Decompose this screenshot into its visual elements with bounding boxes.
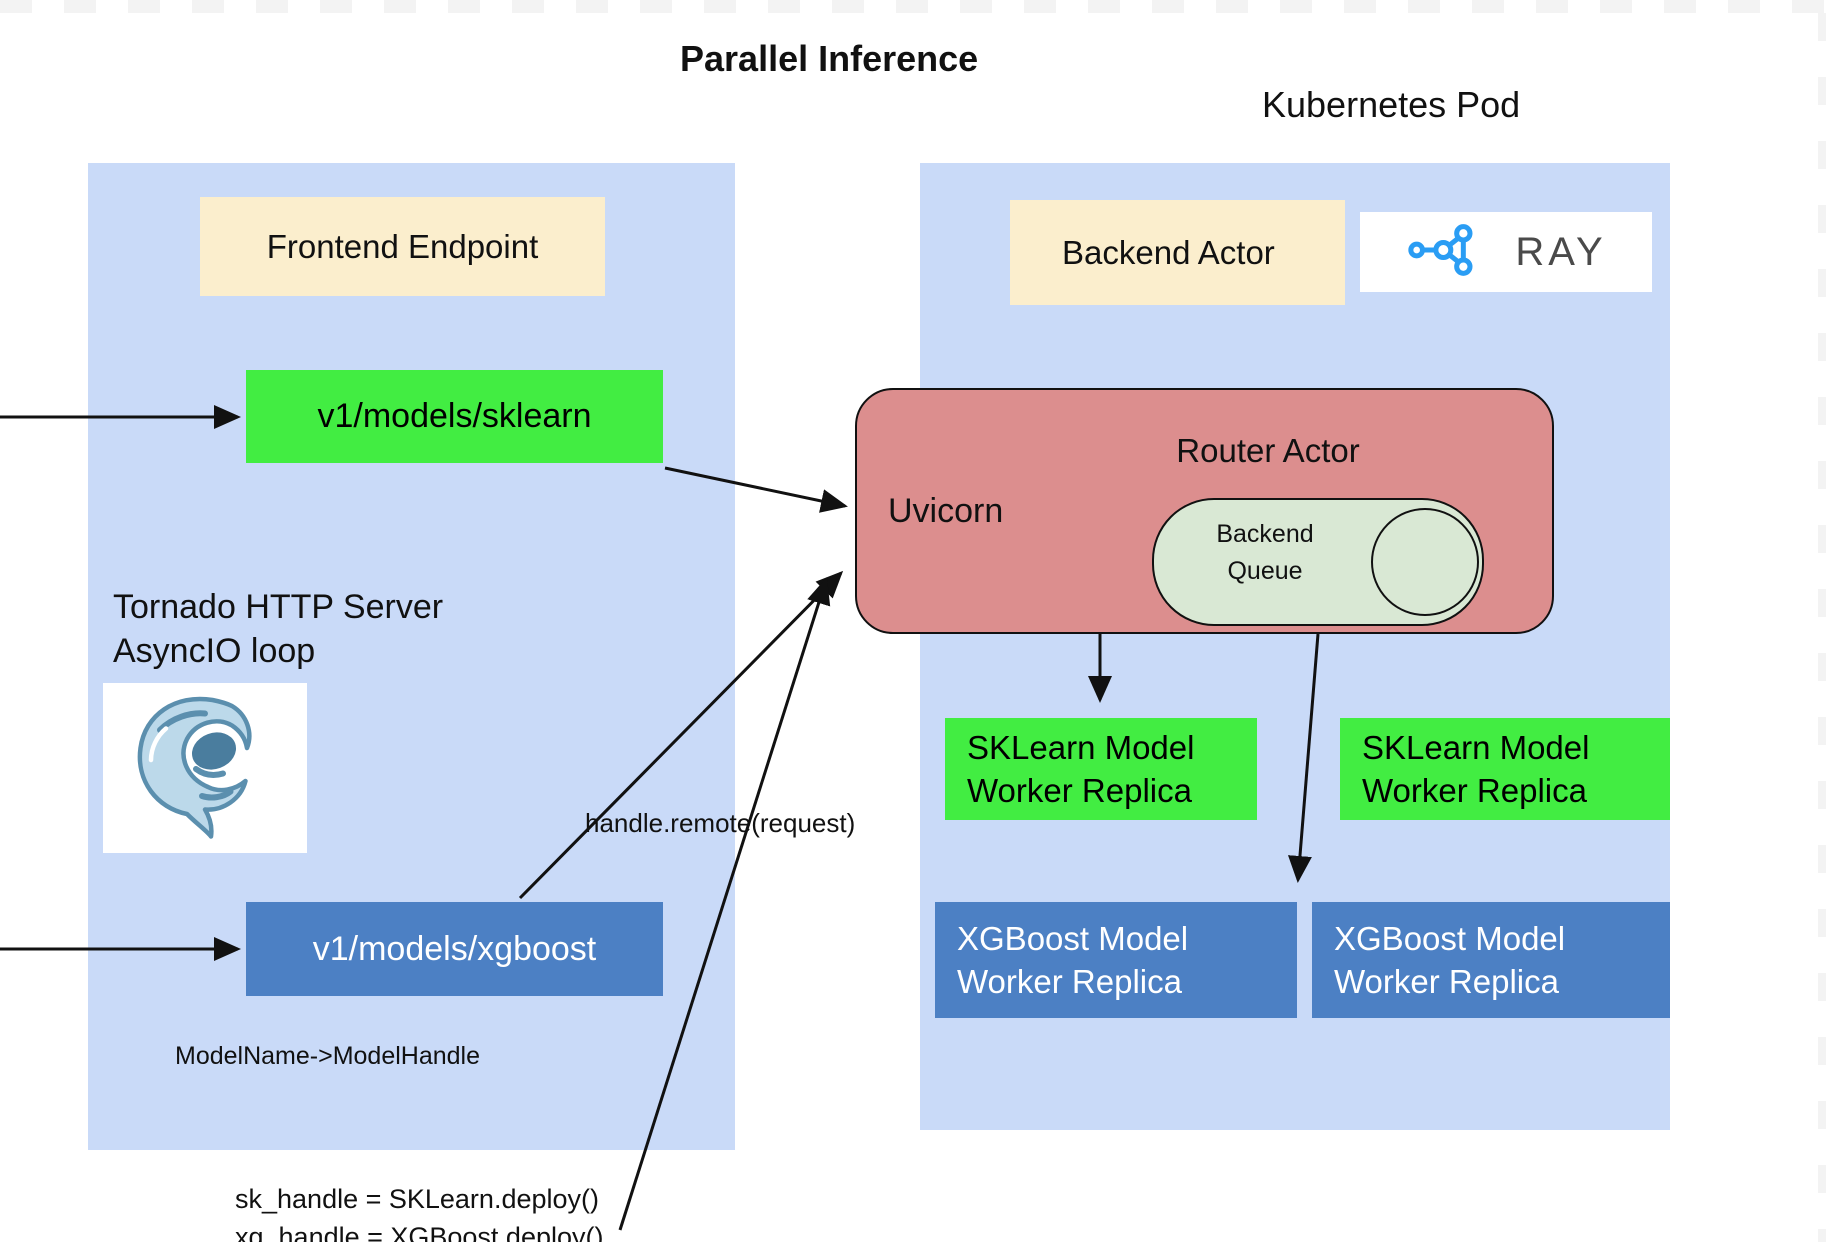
tornado-server-line2: AsyncIO loop bbox=[113, 632, 316, 670]
sklearn-endpoint-box: v1/models/sklearn bbox=[246, 370, 663, 463]
tornado-server-caption: Tornado HTTP Server AsyncIO loop bbox=[113, 585, 443, 673]
worker-label-line: Worker Replica bbox=[957, 963, 1182, 1000]
kubernetes-pod-label: Kubernetes Pod bbox=[1262, 84, 1521, 125]
transparency-checker-top bbox=[0, 0, 1826, 13]
router-actor-label: Router Actor bbox=[1176, 432, 1360, 469]
worker-label-line: SKLearn Model bbox=[1362, 729, 1590, 766]
xgboost-endpoint-label: v1/models/xgboost bbox=[312, 929, 597, 968]
frontend-endpoint-label: Frontend Endpoint bbox=[266, 227, 539, 265]
transparency-checker-right bbox=[1818, 13, 1826, 1242]
uvicorn-label: Uvicorn bbox=[888, 492, 1004, 530]
backend-queue-line2: Queue bbox=[1227, 557, 1303, 585]
sklearn-endpoint-label: v1/models/sklearn bbox=[317, 397, 592, 435]
tornado-icon bbox=[125, 691, 285, 846]
worker-label-line: XGBoost Model bbox=[1334, 920, 1566, 957]
backend-actor-label: Backend Actor bbox=[1062, 233, 1275, 271]
ray-wordmark: RAY bbox=[1515, 229, 1607, 274]
worker-label-line: XGBoost Model bbox=[957, 920, 1189, 957]
worker-label-line: Worker Replica bbox=[1362, 772, 1587, 809]
model-map-caption: ModelName->ModelHandle bbox=[175, 1042, 481, 1070]
ray-logo: RAY bbox=[1360, 212, 1652, 292]
xgboost-worker-replica-1: XGBoost Model Worker Replica bbox=[935, 902, 1297, 1018]
sklearn-worker-replica-2: SKLearn Model Worker Replica bbox=[1340, 718, 1670, 820]
backend-queue-line1: Backend bbox=[1216, 520, 1314, 548]
deploy-code-line2: xg_handle = XGBoost.deploy() bbox=[235, 1222, 604, 1242]
tornado-server-line1: Tornado HTTP Server bbox=[113, 588, 444, 626]
worker-label-line: Worker Replica bbox=[1334, 963, 1559, 1000]
page-title: Parallel Inference bbox=[680, 38, 979, 79]
frontend-endpoint-header: Frontend Endpoint bbox=[200, 197, 605, 296]
backend-queue-label: Backend Queue bbox=[1165, 516, 1365, 590]
xgboost-worker-replica-2: XGBoost Model Worker Replica bbox=[1312, 902, 1670, 1018]
tornado-logo bbox=[103, 683, 307, 853]
worker-label-line: Worker Replica bbox=[967, 772, 1192, 809]
deploy-code-annotation: sk_handle = SKLearn.deploy() xg_handle =… bbox=[235, 1180, 603, 1242]
handle-remote-annotation: handle.remote(request) bbox=[585, 808, 856, 838]
backend-queue-end-circle bbox=[1371, 508, 1479, 616]
ray-icon bbox=[1405, 222, 1505, 283]
sklearn-worker-replica-1: SKLearn Model Worker Replica bbox=[945, 718, 1257, 820]
worker-label-line: SKLearn Model bbox=[967, 729, 1195, 766]
backend-actor-header: Backend Actor bbox=[1010, 200, 1345, 305]
deploy-code-line1: sk_handle = SKLearn.deploy() bbox=[235, 1184, 599, 1214]
xgboost-endpoint-box: v1/models/xgboost bbox=[246, 902, 663, 996]
